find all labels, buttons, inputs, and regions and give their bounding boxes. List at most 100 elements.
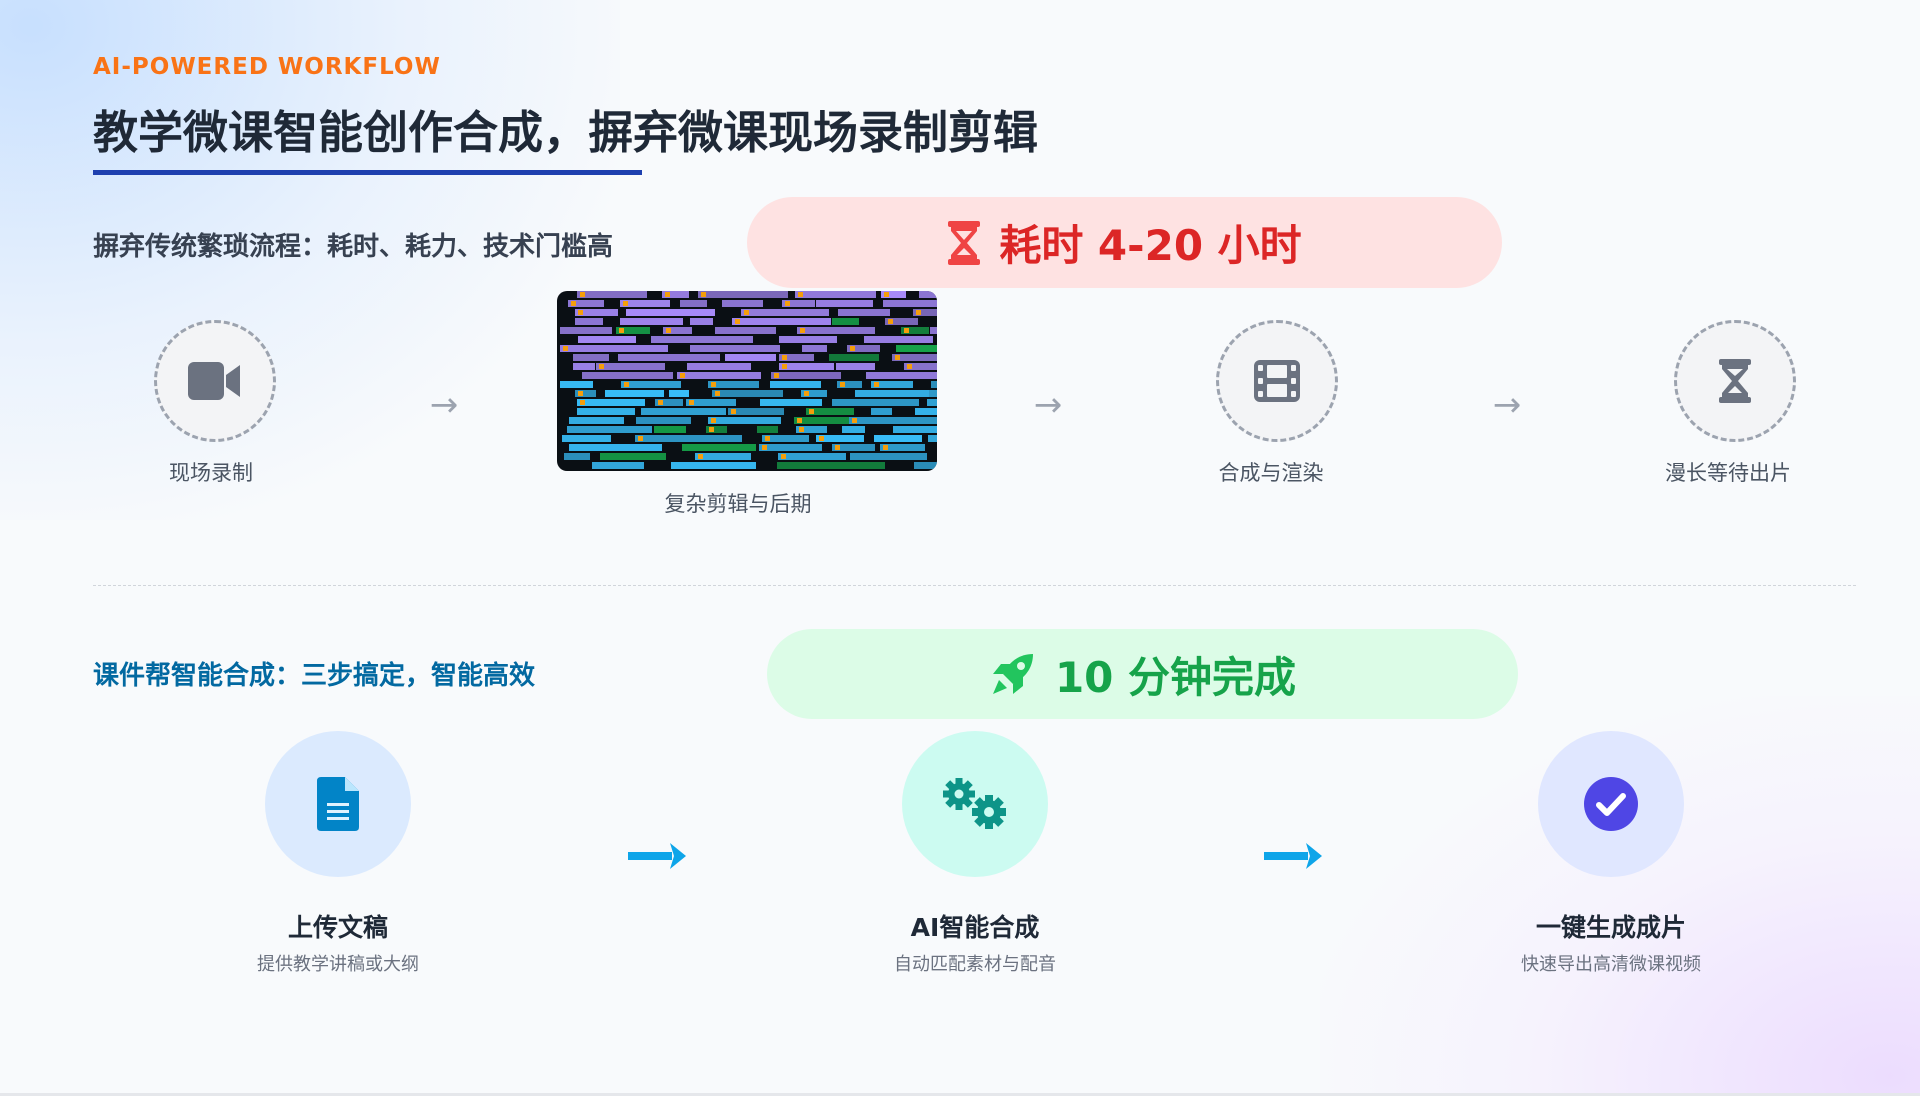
timeline-clip <box>569 417 624 424</box>
step-export <box>1538 731 1684 877</box>
timeline-marker <box>915 310 921 315</box>
timeline-clip <box>721 300 763 307</box>
timeline-marker <box>665 292 671 297</box>
timeline-clip <box>832 399 919 406</box>
timeline-marker <box>689 400 695 405</box>
timeline-clip <box>662 327 693 334</box>
timeline-clip <box>893 426 937 433</box>
timeline-clip <box>794 417 849 424</box>
timeline-marker <box>851 418 857 423</box>
timeline-clip <box>668 390 690 397</box>
step-label: 现场录制 <box>169 461 253 485</box>
timeline-marker <box>679 373 685 378</box>
timeline-clip <box>930 381 937 388</box>
timeline-clip <box>837 381 862 388</box>
step-ai-synthesis <box>902 731 1048 877</box>
timeline-clip <box>560 345 668 352</box>
timeline-marker <box>797 418 803 423</box>
time-badge-traditional: 耗时 4-20 小时 <box>747 197 1502 288</box>
timeline-marker <box>735 319 741 324</box>
timeline-clip <box>574 318 603 325</box>
timeline-marker <box>571 301 577 306</box>
timeline-clip <box>770 372 841 379</box>
timeline-clip <box>915 408 937 415</box>
timeline-clip <box>836 363 876 370</box>
timeline-marker <box>762 445 768 450</box>
timeline-marker <box>781 355 787 360</box>
timeline-clip <box>779 363 834 370</box>
title-underline <box>93 170 642 175</box>
timeline-clip <box>865 372 937 379</box>
timeline-marker <box>849 346 855 351</box>
timeline-clip <box>873 435 922 442</box>
timeline-clip <box>831 318 860 325</box>
timeline-marker <box>798 292 804 297</box>
timeline-clip <box>797 327 875 334</box>
timeline-marker <box>578 391 584 396</box>
timeline-marker <box>764 436 770 441</box>
check-circle-icon <box>1584 777 1638 831</box>
timeline-marker <box>882 445 888 450</box>
timeline-clip <box>576 408 635 415</box>
timeline-marker <box>714 391 720 396</box>
timeline-clip <box>576 399 645 406</box>
timeline-clip <box>929 390 937 397</box>
timeline-clip <box>640 408 727 415</box>
timeline-clip <box>782 300 815 307</box>
step-desc: 自动匹配素材与配音 <box>894 954 1056 975</box>
eyebrow-label: AI-POWERED WORKFLOW <box>93 54 441 80</box>
arrow-right-icon <box>628 843 686 869</box>
timeline-clip <box>816 435 865 442</box>
timeline-clip <box>805 408 855 415</box>
timeline-clip <box>662 291 690 298</box>
timeline-marker <box>697 454 703 459</box>
gears-icon <box>943 778 1006 829</box>
timeline-clip <box>708 381 760 388</box>
timeline-clip <box>615 327 651 334</box>
timeline-marker <box>887 319 893 324</box>
editing-timeline-image <box>557 291 937 471</box>
timeline-clip <box>841 426 865 433</box>
timeline-clip <box>892 354 937 361</box>
timeline-marker <box>618 328 624 333</box>
timeline-clip <box>566 426 652 433</box>
timeline-marker <box>835 445 841 450</box>
timeline-clip <box>676 372 761 379</box>
timeline-clip <box>777 462 886 469</box>
timeline-clip <box>929 327 937 334</box>
step-waiting <box>1674 320 1796 442</box>
timeline-marker <box>799 427 805 432</box>
timeline-clip <box>846 345 881 352</box>
timeline-clip <box>564 453 591 460</box>
timeline-marker <box>782 364 788 369</box>
timeline-marker <box>622 301 628 306</box>
timeline-clip <box>620 318 683 325</box>
timeline-marker <box>711 382 717 387</box>
timeline-clip <box>741 309 829 316</box>
step-live-recording <box>154 320 276 442</box>
timeline-clip <box>881 291 906 298</box>
timeline-marker <box>623 382 629 387</box>
timeline-clip <box>600 453 667 460</box>
timeline-clip <box>560 381 594 388</box>
timeline-clip <box>636 417 691 424</box>
timeline-clip <box>882 300 937 307</box>
timeline-marker <box>563 346 569 351</box>
timeline-marker <box>804 391 810 396</box>
step-desc: 快速导出高清微课视频 <box>1521 954 1701 975</box>
timeline-marker <box>874 382 880 387</box>
timeline-marker <box>700 292 706 297</box>
timeline-marker <box>781 454 787 459</box>
bottom-border <box>0 1093 1920 1096</box>
timeline-clip <box>870 408 893 415</box>
timeline-clip <box>670 462 756 469</box>
arrow-right-icon <box>1264 843 1322 869</box>
timeline-clip <box>769 381 821 388</box>
time-badge-text: 耗时 4-20 小时 <box>999 221 1302 270</box>
timeline-clip <box>715 327 776 334</box>
timeline-clip <box>694 453 752 460</box>
timeline-clip <box>918 291 937 298</box>
timeline-marker <box>744 310 750 315</box>
timeline-clip <box>574 309 619 316</box>
timeline-clip <box>634 435 742 442</box>
